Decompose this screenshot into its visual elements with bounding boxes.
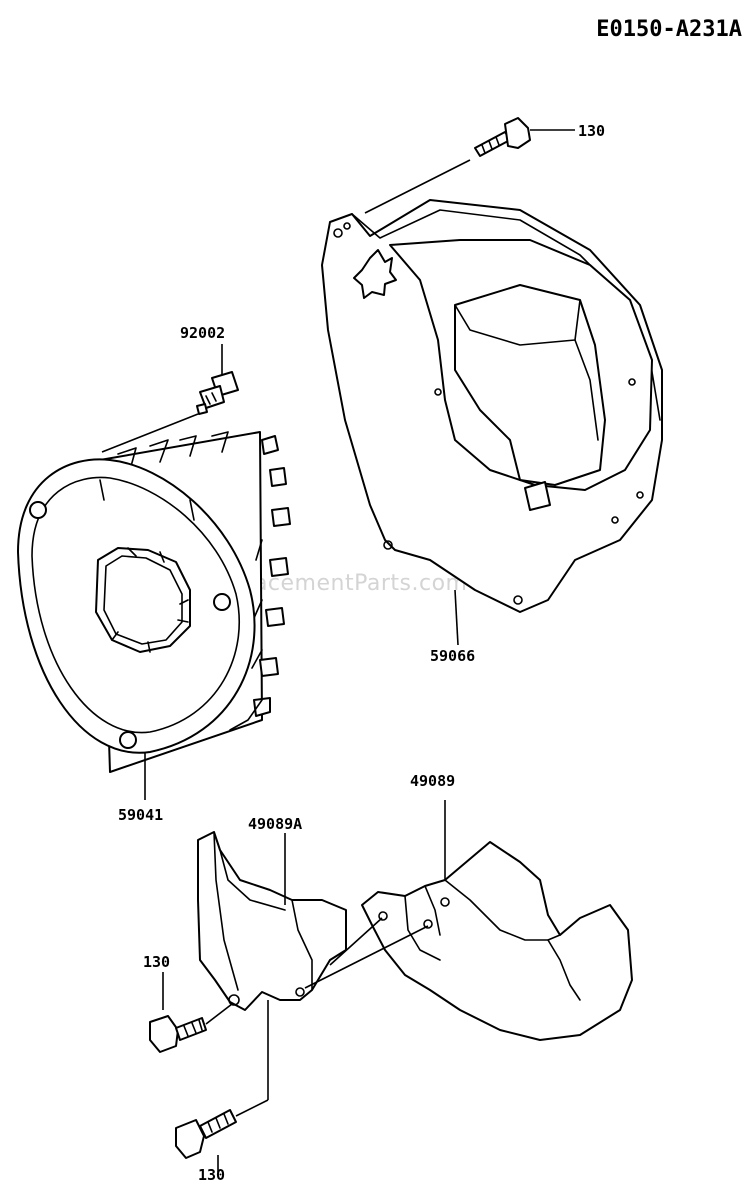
diagram-code: E0150-A231A [596, 17, 742, 42]
fan-assembly[interactable] [17, 431, 291, 800]
bolt-left[interactable] [149, 972, 207, 1053]
label-cover-small: 49089A [248, 815, 302, 833]
shroud-housing[interactable] [321, 199, 663, 646]
guide-bolt-left [205, 1003, 233, 1025]
guide-cover-large [329, 917, 383, 966]
guide-bolt-bottom [235, 1099, 269, 1117]
bolt-top[interactable] [474, 117, 575, 157]
label-bolt-left: 130 [143, 953, 170, 971]
guide-plug [101, 413, 199, 453]
cover-large-49089[interactable] [361, 800, 633, 1041]
plug-92002[interactable] [196, 344, 239, 415]
cover-small-49089A[interactable] [197, 831, 347, 1011]
label-fan: 59041 [118, 806, 163, 824]
label-plug: 92002 [180, 324, 225, 342]
label-bolt-top: 130 [578, 122, 605, 140]
bolt-bottom[interactable] [175, 1109, 237, 1172]
guide-cover-large-2 [304, 925, 429, 989]
label-bolt-bottom: 130 [198, 1166, 225, 1184]
label-shroud: 59066 [430, 647, 475, 665]
label-cover-large: 49089 [410, 772, 455, 790]
guide-bolt-top [364, 159, 471, 214]
